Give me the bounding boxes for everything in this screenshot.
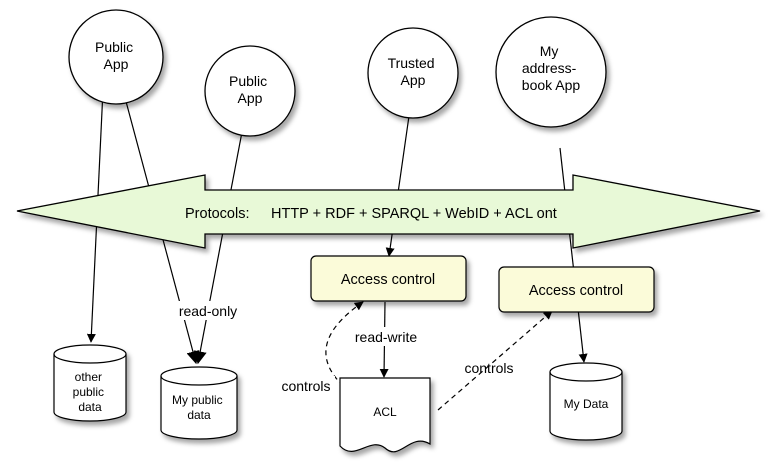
app-public-1: Public App	[68, 9, 164, 105]
edge-trusted-app-to-access-control	[385, 115, 410, 257]
app-public-2-line-1: Public	[229, 73, 267, 89]
store-acl-document: ACL	[339, 377, 431, 453]
store-other-public-data-line-2: public	[73, 385, 104, 399]
controls-left-label: controls	[281, 378, 330, 394]
store-other-public-data-line-1: other	[75, 370, 102, 384]
app-trusted-line-2: App	[401, 72, 426, 88]
svg-text:Public App: Public App	[95, 39, 137, 72]
store-other-public-data-cylinder	[53, 344, 127, 422]
app-public-2-line-2: App	[238, 90, 263, 106]
protocol-banner-text: HTTP + RDF + SPARQL + WebID + ACL ont	[271, 206, 557, 222]
svg-text:other public data: other public data	[73, 370, 108, 414]
protocol-banner: Protocols: HTTP + RDF + SPARQL + WebID +…	[16, 174, 761, 249]
app-address-book-line-1: My	[540, 43, 559, 59]
app-public-2-circle	[204, 45, 296, 137]
app-trusted-line-1: Trusted	[388, 55, 435, 71]
access-control-left-box	[310, 255, 467, 302]
app-trusted: Trusted App	[367, 27, 459, 119]
store-my-data-rim	[549, 371, 623, 382]
store-other-public-data-rim	[53, 353, 127, 364]
store-other-public-data: other public data	[53, 344, 127, 422]
access-control-left-label: Access control	[341, 272, 435, 288]
svg-text:My address- book A: My address- book App	[522, 43, 581, 93]
access-control-right-box	[498, 266, 655, 313]
store-other-public-data-line-3: data	[78, 400, 102, 414]
protocol-banner-arrow	[16, 174, 761, 249]
app-address-book-line-2: address-	[522, 60, 577, 76]
app-public-1-circle	[68, 9, 164, 105]
store-my-public-data-line-1: My public	[172, 393, 223, 407]
app-address-book-circle	[495, 16, 607, 128]
store-my-data: My Data	[549, 362, 623, 441]
edge-address-book-app-to-my-data	[559, 147, 588, 363]
store-my-public-data-line-2: data	[187, 408, 211, 422]
edge-controls-acl-to-right-access-control	[437, 310, 553, 411]
app-address-book: My address- book App	[495, 16, 607, 128]
svg-text:Public App: Public App	[229, 73, 271, 106]
read-write-label-background	[348, 327, 423, 346]
protocol-banner-prefix: Protocols:	[185, 206, 249, 222]
app-public-1-line-1: Public	[95, 39, 133, 55]
app-address-book-line-3: book App	[522, 77, 581, 93]
store-my-data-label: My Data	[564, 397, 609, 411]
read-only-label-background	[172, 301, 244, 320]
access-control-left: Access control	[310, 255, 467, 302]
app-trusted-circle	[367, 27, 459, 119]
read-write-label: read-write	[355, 329, 417, 345]
svg-text:My public data: My public data	[172, 393, 226, 422]
edge-labels: read-only read-write controls controls	[172, 301, 514, 395]
controls-left-label-background	[277, 376, 335, 395]
store-my-public-data-rim	[160, 375, 238, 386]
store-my-public-data-cylinder	[160, 366, 238, 440]
read-only-label: read-only	[179, 303, 237, 319]
store-acl-document-shape	[339, 377, 431, 453]
access-control-right-label: Access control	[529, 283, 623, 299]
store-acl-label: ACL	[373, 405, 397, 419]
controls-right-label: controls	[464, 360, 513, 376]
access-control-right: Access control	[498, 266, 655, 313]
app-public-2: Public App	[204, 45, 296, 137]
store-my-data-cylinder	[549, 362, 623, 441]
edge-public-app-2-to-my-public-data	[193, 131, 243, 365]
svg-text:Trusted App: Trusted App	[388, 55, 439, 88]
app-public-1-line-2: App	[104, 56, 129, 72]
store-my-public-data: My public data	[160, 366, 238, 440]
